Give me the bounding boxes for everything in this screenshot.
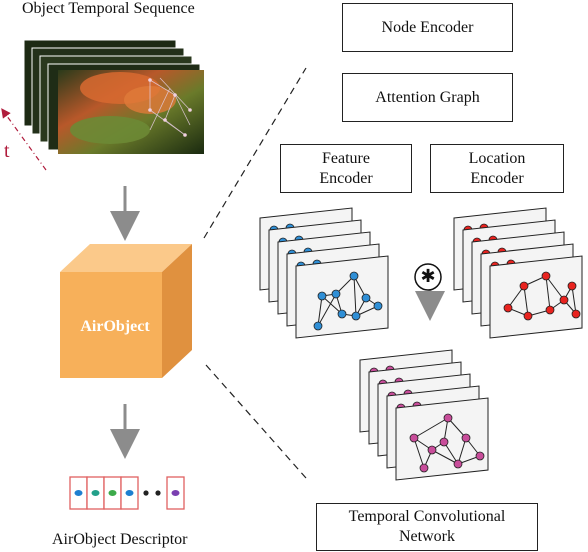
feature-graph-card bbox=[295, 255, 389, 339]
graph-node bbox=[461, 433, 471, 443]
location-encoder-label-line2: Encoder bbox=[470, 169, 524, 187]
node-encoder-label: Node Encoder bbox=[381, 18, 474, 36]
graph-node bbox=[419, 463, 429, 473]
operator-symbol: ✱ bbox=[420, 266, 436, 287]
feature-encoder-label-line1: Feature bbox=[322, 149, 370, 167]
graph-node bbox=[427, 445, 437, 455]
tcn-label-line2: Network bbox=[399, 528, 455, 545]
airobject-descriptor-vector bbox=[69, 476, 185, 510]
feature-encoder-block: Feature Encoder bbox=[280, 144, 412, 193]
zoom-line-top bbox=[203, 67, 307, 239]
graph-node bbox=[443, 413, 453, 423]
location-encoder-block: Location Encoder bbox=[430, 144, 564, 193]
temporal-graph-stack bbox=[359, 349, 489, 481]
graph-node bbox=[351, 311, 361, 321]
graph-node bbox=[541, 271, 551, 281]
graph-node bbox=[361, 293, 371, 303]
graph-node bbox=[571, 309, 581, 319]
object-temporal-sequence-title: Object Temporal Sequence bbox=[22, 0, 195, 17]
graph-node bbox=[409, 433, 419, 443]
graph-node bbox=[349, 271, 359, 281]
time-axis-label: t bbox=[4, 140, 10, 162]
airobject-label: AirObject bbox=[80, 318, 150, 335]
location-encoder-label-line1: Location bbox=[468, 149, 526, 167]
airobject-cube bbox=[60, 244, 192, 378]
graph-node bbox=[475, 451, 485, 461]
front-video-frame bbox=[58, 70, 204, 154]
node-encoder-block: Node Encoder bbox=[342, 3, 513, 52]
graph-node bbox=[313, 321, 323, 331]
graph-node bbox=[337, 309, 347, 319]
graph-node bbox=[523, 311, 533, 321]
graph-node bbox=[567, 281, 577, 291]
temporal-convolutional-network-block: Temporal Convolutional Network bbox=[316, 503, 538, 551]
temporal-graph-card bbox=[395, 397, 489, 481]
graph-node bbox=[373, 301, 383, 311]
location-graph-card bbox=[489, 255, 583, 339]
fusion-operator bbox=[414, 263, 442, 291]
feature-encoder-label-line2: Encoder bbox=[319, 169, 373, 187]
attention-graph-label: Attention Graph bbox=[375, 88, 480, 106]
graph-node bbox=[439, 437, 449, 447]
tcn-label-line1: Temporal Convolutional bbox=[348, 508, 506, 525]
graph-node bbox=[545, 305, 555, 315]
graph-node bbox=[519, 281, 529, 291]
graph-node bbox=[317, 291, 327, 301]
location-graph-stack bbox=[453, 207, 583, 339]
airobject-descriptor-label: AirObject Descriptor bbox=[52, 531, 188, 548]
graph-node bbox=[559, 295, 569, 305]
graph-node bbox=[453, 459, 463, 469]
feature-graph-stack bbox=[259, 207, 389, 339]
attention-graph-block: Attention Graph bbox=[342, 73, 513, 122]
zoom-line-bottom bbox=[205, 364, 307, 479]
graph-node bbox=[331, 289, 341, 299]
video-frame-stack bbox=[23, 39, 204, 154]
graph-node bbox=[503, 303, 513, 313]
